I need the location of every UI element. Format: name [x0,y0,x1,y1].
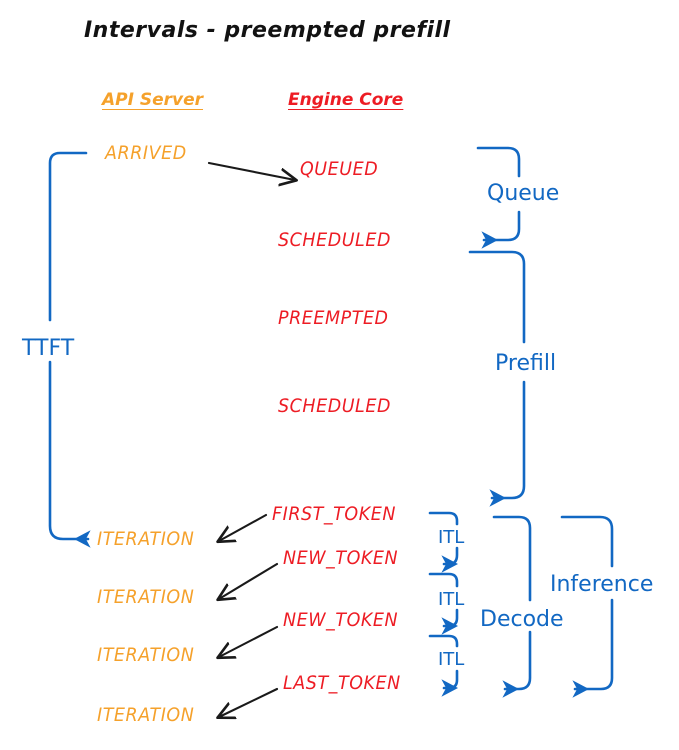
interval-label-itl-1: ITL [438,527,465,548]
column-header-api-server: API Server [102,90,204,110]
interval-label-ttft: TTFT [22,336,75,361]
bracket-inference-lower [572,598,614,698]
column-header-engine-core: Engine Core [288,90,404,110]
bracket-prefill-lower [489,380,526,507]
state-first-token: FIRST_TOKEN [272,503,396,525]
interval-label-itl-2: ITL [438,589,465,610]
page-title: Intervals - preempted prefill [84,18,451,43]
interval-label-inference: Inference [550,572,654,597]
bracket-ttft-lower [48,360,91,548]
interval-label-decode: Decode [480,607,564,632]
state-preempted: PREEMPTED [278,307,389,329]
interval-label-prefill: Prefill [495,351,557,376]
arrow-first-token-to-iteration-1 [219,513,268,541]
bracket-itl-1-lower [441,546,459,573]
state-queued: QUEUED [300,158,379,180]
bracket-itl-3-upper [428,634,459,648]
state-last-token: LAST_TOKEN [283,672,401,694]
state-new-token-1: NEW_TOKEN [283,547,399,569]
bracket-prefill-upper [468,250,526,344]
bracket-decode-upper [492,515,532,602]
state-iteration-2: ITERATION [97,586,195,608]
bracket-inference-upper [560,515,614,568]
state-scheduled-2: SCHEDULED [278,395,391,417]
arrow-arrived-to-queued [207,161,295,180]
bracket-ttft-upper [48,151,88,322]
state-new-token-2: NEW_TOKEN [283,609,399,631]
bracket-itl-3-lower [441,669,459,697]
arrow-new-token-1-to-iteration-2 [219,562,279,599]
arrow-new-token-2-to-iteration-3 [219,625,279,657]
bracket-itl-2-lower [441,608,459,635]
state-iteration-4: ITERATION [97,704,195,726]
bracket-queue-lower [481,210,521,249]
state-iteration-3: ITERATION [97,644,195,666]
bracket-decode-lower [502,630,532,698]
interval-label-itl-3: ITL [438,649,465,670]
state-arrived: ARRIVED [105,142,187,164]
bracket-itl-1-upper [428,511,459,526]
state-iteration-1: ITERATION [97,528,195,550]
bracket-queue-upper [476,146,521,178]
bracket-itl-2-upper [428,572,459,588]
arrow-last-token-to-iteration-4 [219,687,279,717]
interval-label-queue: Queue [487,181,560,206]
state-scheduled-1: SCHEDULED [278,229,391,251]
